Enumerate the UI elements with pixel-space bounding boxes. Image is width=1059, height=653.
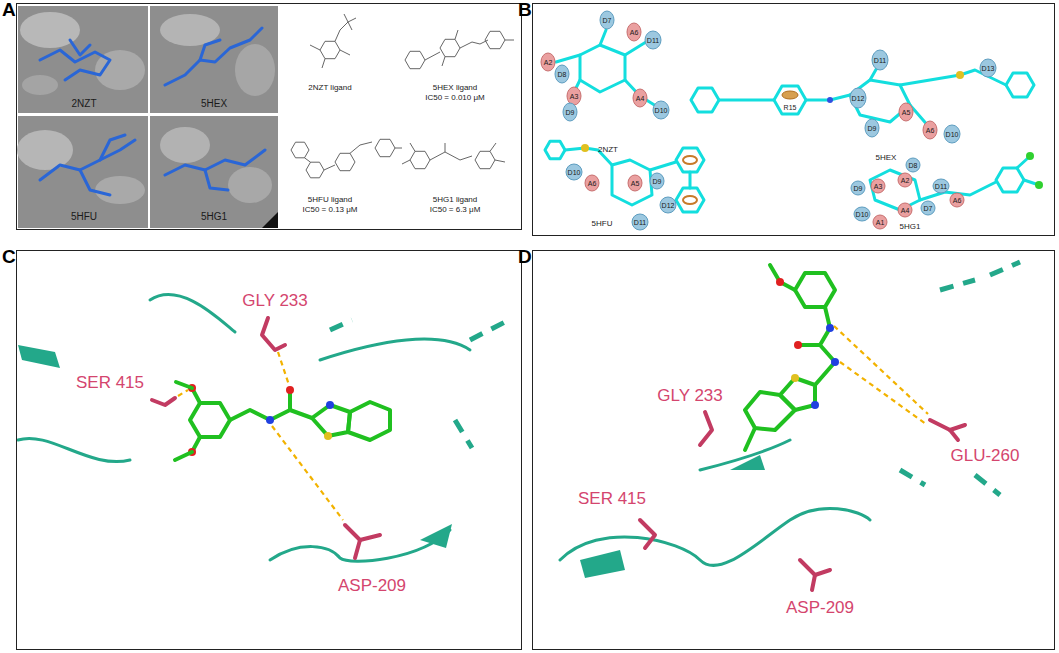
annotation-label: 5HEX ligand [433, 84, 477, 92]
annotation-label: D11 [634, 219, 646, 226]
residue-label: GLY 233 [657, 387, 723, 404]
annotation-label: D7 [924, 205, 933, 212]
annotation-label: D8 [909, 162, 918, 169]
residue-label: SER 415 [76, 374, 144, 391]
annotation-label: 5HFU [592, 220, 613, 228]
hydrogen-bond [178, 326, 928, 520]
annotation-label: A3 [874, 183, 883, 190]
annotation-label: D11 [874, 57, 886, 64]
annotation-label: IC50 = 6.3 μM [430, 206, 481, 214]
annotation-label: D7 [603, 17, 612, 24]
annotation-label: R15 [784, 104, 797, 111]
annotation-label: D10 [568, 169, 581, 176]
annotation-label: IC50 = 0.010 μM [425, 94, 485, 102]
annotation-label: 5HFU ligand [308, 196, 352, 204]
annotation-label: A2 [544, 59, 553, 66]
annotation-label: A4 [901, 207, 910, 214]
panel-letter: D [518, 246, 532, 268]
annotation-label: D10 [856, 211, 869, 218]
residue-label: ASP-209 [786, 599, 854, 616]
annotation-label: IC50 = 0.13 μM [302, 206, 357, 214]
annotation-label: A6 [926, 127, 935, 134]
annotation-label: D12 [852, 95, 865, 102]
annotation-label: 2NZT [598, 146, 618, 154]
panel-box: C [16, 250, 522, 650]
annotation-label: A5 [631, 180, 640, 187]
annotation-label: A5 [902, 109, 911, 116]
annotation-label: 5HFU [71, 212, 97, 222]
ligand-structure [291, 14, 514, 178]
annotation-label: A4 [636, 95, 645, 102]
residue-label: GLU-260 [951, 447, 1020, 464]
annotation-label: A6 [953, 197, 962, 204]
annotation-label: 5HG1 [201, 212, 227, 222]
protein-ribbon [18, 262, 1020, 578]
residue-label: GLY 233 [242, 292, 308, 309]
annotation-label: D9 [854, 185, 863, 192]
panel-letter: B [518, 0, 532, 21]
annotation-label: D10 [655, 107, 668, 114]
annotation-label: A3 [570, 93, 579, 100]
annotation-label: A2 [901, 177, 910, 184]
protein-surface [17, 6, 278, 228]
pharmacophore-model [541, 11, 1043, 230]
annotation-label: A6 [630, 29, 639, 36]
ligand-molecule [175, 265, 839, 460]
annotation-label: 5HEX [876, 154, 897, 162]
annotation-label: D8 [558, 71, 567, 78]
residue-sticks [152, 318, 965, 590]
annotation-label: 5HEX [201, 99, 227, 109]
residue-label: SER 415 [578, 490, 646, 507]
annotation-label: D10 [946, 131, 959, 138]
annotation-label: D11 [647, 37, 659, 44]
annotation-label: D9 [566, 109, 575, 116]
annotation-label: D13 [982, 65, 995, 72]
annotation-label: 2NZT ligand [308, 84, 351, 92]
annotation-label: A6 [588, 180, 597, 187]
annotation-label: 5HG1 [900, 223, 921, 231]
panel-letter: C [2, 246, 16, 268]
panel-box: B [532, 3, 1055, 236]
annotation-label: 2NZT [72, 99, 97, 109]
annotation-label: 5HG1 ligand [433, 196, 477, 204]
annotation-label: A1 [876, 219, 885, 226]
annotation-label: D12 [662, 202, 675, 209]
annotation-label: D9 [653, 178, 662, 185]
annotation-label: D11 [935, 183, 947, 190]
panel-letter: A [2, 0, 16, 21]
annotation-label: D9 [868, 125, 877, 132]
residue-label: ASP-209 [338, 577, 406, 594]
